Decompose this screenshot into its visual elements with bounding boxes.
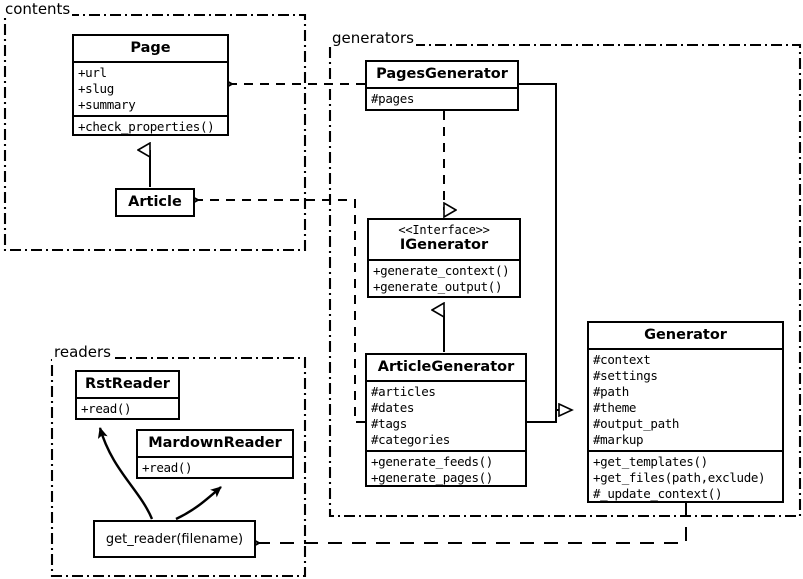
attribute-row: #categories	[371, 432, 450, 448]
attribute-row: #context	[593, 352, 651, 368]
attribute-row: +summary	[78, 97, 136, 113]
class-box-mardown-reader[interactable]: MardownReader +read()	[136, 429, 294, 479]
method-row: +read()	[142, 460, 193, 476]
package-label-readers: readers	[52, 343, 113, 361]
method-row: +generate_context()	[373, 262, 510, 278]
class-methods-page: +check_properties()	[74, 115, 227, 137]
class-name-generator: Generator	[644, 327, 727, 343]
relation-generator-uses-get-reader	[259, 503, 687, 543]
attribute-row: +slug	[78, 81, 114, 97]
attribute-row: #dates	[371, 400, 415, 416]
method-row: +read()	[81, 401, 132, 417]
attribute-row: #pages	[371, 91, 415, 107]
attribute-row: +url	[78, 65, 107, 81]
class-box-generator[interactable]: Generator #context #settings #path #them…	[587, 321, 784, 503]
attribute-row: #markup	[593, 432, 644, 448]
class-attributes-article-generator: #articles #dates #tags #categories	[367, 380, 525, 450]
attribute-row: #path	[593, 384, 629, 400]
relation-pagesgenerator-inherits-generator	[519, 83, 572, 410]
attribute-row: #settings	[593, 368, 658, 384]
attribute-row: #output_path	[593, 416, 680, 432]
class-box-article-generator[interactable]: ArticleGenerator #articles #dates #tags …	[365, 353, 527, 487]
attribute-row: #articles	[371, 384, 436, 400]
method-row: +generate_pages()	[371, 470, 493, 486]
class-name-rst-reader: RstReader	[85, 376, 170, 392]
package-label-generators: generators	[330, 29, 416, 47]
method-row: +check_properties()	[78, 119, 215, 135]
package-label-contents: contents	[3, 0, 73, 18]
function-label-get-reader: get_reader(filename)	[105, 531, 244, 547]
package-frame-contents	[3, 13, 307, 252]
class-methods-igenerator: +generate_context() +generate_output()	[369, 258, 519, 297]
class-name-mardown-reader: MardownReader	[148, 435, 282, 451]
package-frame-readers	[50, 356, 307, 578]
class-attributes-pages-generator: #pages	[367, 87, 517, 109]
relation-get-reader-returns-mardownreader	[175, 486, 222, 521]
class-name-article: Article	[128, 194, 182, 210]
class-box-article[interactable]: Article	[115, 188, 195, 217]
relation-articlegenerator-uses-article	[198, 200, 365, 423]
method-row: +get_files(path,exclude)	[593, 470, 766, 486]
method-row: +generate_output()	[373, 278, 503, 294]
package-frame-generators	[328, 43, 802, 518]
class-title-igenerator: IGenerator	[399, 237, 489, 254]
method-row: #_update_context()	[593, 486, 723, 502]
class-name-page: Page	[130, 40, 171, 56]
stereotype-interface: <<Interface>>	[398, 223, 490, 237]
class-methods-rst-reader: +read()	[77, 397, 178, 419]
class-box-page[interactable]: Page +url +slug +summary +check_properti…	[72, 34, 229, 136]
relation-get-reader-returns-rstreader	[97, 427, 154, 520]
attribute-row: #theme	[593, 400, 637, 416]
function-box-get-reader[interactable]: get_reader(filename)	[93, 520, 256, 558]
class-box-pages-generator[interactable]: PagesGenerator #pages	[365, 60, 519, 111]
class-methods-mardown-reader: +read()	[138, 456, 292, 478]
class-attributes-generator: #context #settings #path #theme #output_…	[589, 348, 782, 450]
class-methods-article-generator: +generate_feeds() +generate_pages()	[367, 450, 525, 488]
class-box-igenerator[interactable]: <<Interface>> IGenerator +generate_conte…	[367, 218, 521, 298]
class-name-igenerator: <<Interface>> IGenerator	[369, 220, 519, 259]
relation-articlegenerator-inherits-generator	[527, 410, 557, 423]
class-methods-generator: +get_templates() +get_files(path,exclude…	[589, 450, 782, 504]
method-row: +get_templates()	[593, 454, 708, 470]
attribute-row: #tags	[371, 416, 407, 432]
class-box-rst-reader[interactable]: RstReader +read()	[75, 370, 180, 420]
class-name-pages-generator: PagesGenerator	[376, 66, 508, 82]
method-row: +generate_feeds()	[371, 454, 493, 470]
class-name-article-generator: ArticleGenerator	[377, 359, 515, 375]
class-attributes-page: +url +slug +summary	[74, 61, 227, 115]
